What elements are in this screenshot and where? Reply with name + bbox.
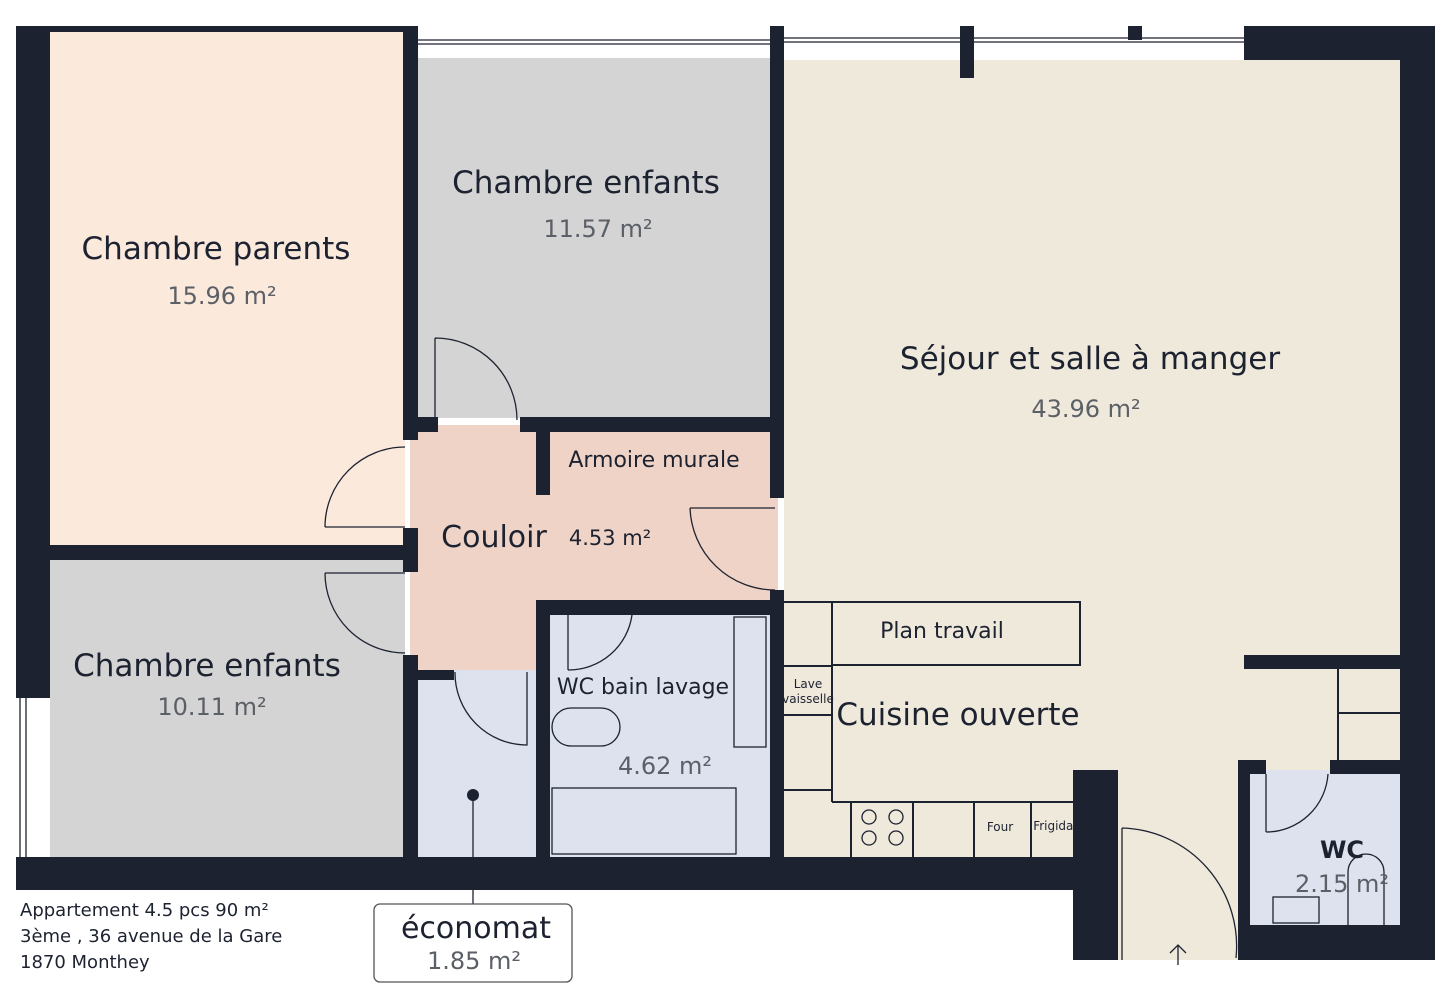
room-name-sejour: Séjour et salle à manger: [900, 341, 1280, 377]
room-name-economat: économat: [401, 911, 551, 946]
label-lave-vaisselle-2: vaisselle: [782, 692, 834, 706]
label-four: Four: [987, 820, 1013, 834]
room-chambre-parents: [50, 32, 405, 546]
info-line-2: 3ème , 36 avenue de la Gare: [20, 926, 282, 947]
room-name-chambre-enfants-2: Chambre enfants: [73, 648, 341, 684]
room-sejour: [784, 60, 1400, 857]
room-wc-bain: [550, 615, 770, 857]
windows: [19, 37, 1244, 857]
room-chambre-enfants-top: [418, 58, 772, 418]
room-area-chambre-parents: 15.96 m²: [167, 282, 276, 310]
room-name-wc-bain: WC bain lavage: [557, 675, 729, 700]
room-area-wc-bain: 4.62 m²: [618, 752, 712, 780]
room-name-couloir: Couloir: [441, 520, 547, 555]
room-area-chambre-enfants-2: 10.11 m²: [157, 693, 266, 721]
room-area-couloir: 4.53 m²: [569, 526, 651, 550]
label-lave-vaisselle-1: Lave: [794, 677, 823, 691]
room-couloir-ext: [410, 600, 536, 670]
room-name-chambre-parents: Chambre parents: [82, 231, 351, 267]
room-couloir: [410, 425, 778, 605]
room-name-armoire: Armoire murale: [568, 448, 739, 473]
room-chambre-enfants-bottom: [50, 560, 405, 857]
cooktop-icon: [861, 809, 904, 846]
room-name-cuisine: Cuisine ouverte: [836, 697, 1079, 733]
room-area-chambre-enfants-1: 11.57 m²: [543, 215, 652, 243]
info-line-1: Appartement 4.5 pcs 90 m²: [20, 900, 269, 921]
room-wc: [1250, 770, 1400, 925]
label-frigidaire: Frigidaire: [1033, 819, 1089, 833]
doors: [324, 337, 1329, 965]
room-name-chambre-enfants-1: Chambre enfants: [452, 165, 720, 201]
economat-callout: [373, 903, 573, 983]
room-area-sejour: 43.96 m²: [1031, 395, 1140, 423]
room-entrance: [1118, 770, 1238, 960]
label-plan-travail: Plan travail: [880, 619, 1004, 644]
entrance-arrow-icon: [1169, 944, 1187, 965]
fixtures: [467, 601, 1415, 925]
info-line-3: 1870 Monthey: [20, 952, 150, 973]
room-economat: [418, 670, 536, 857]
room-area-economat: 1.85 m²: [427, 947, 521, 975]
room-name-wc: WC: [1320, 836, 1364, 864]
room-area-wc: 2.15 m²: [1295, 870, 1389, 898]
